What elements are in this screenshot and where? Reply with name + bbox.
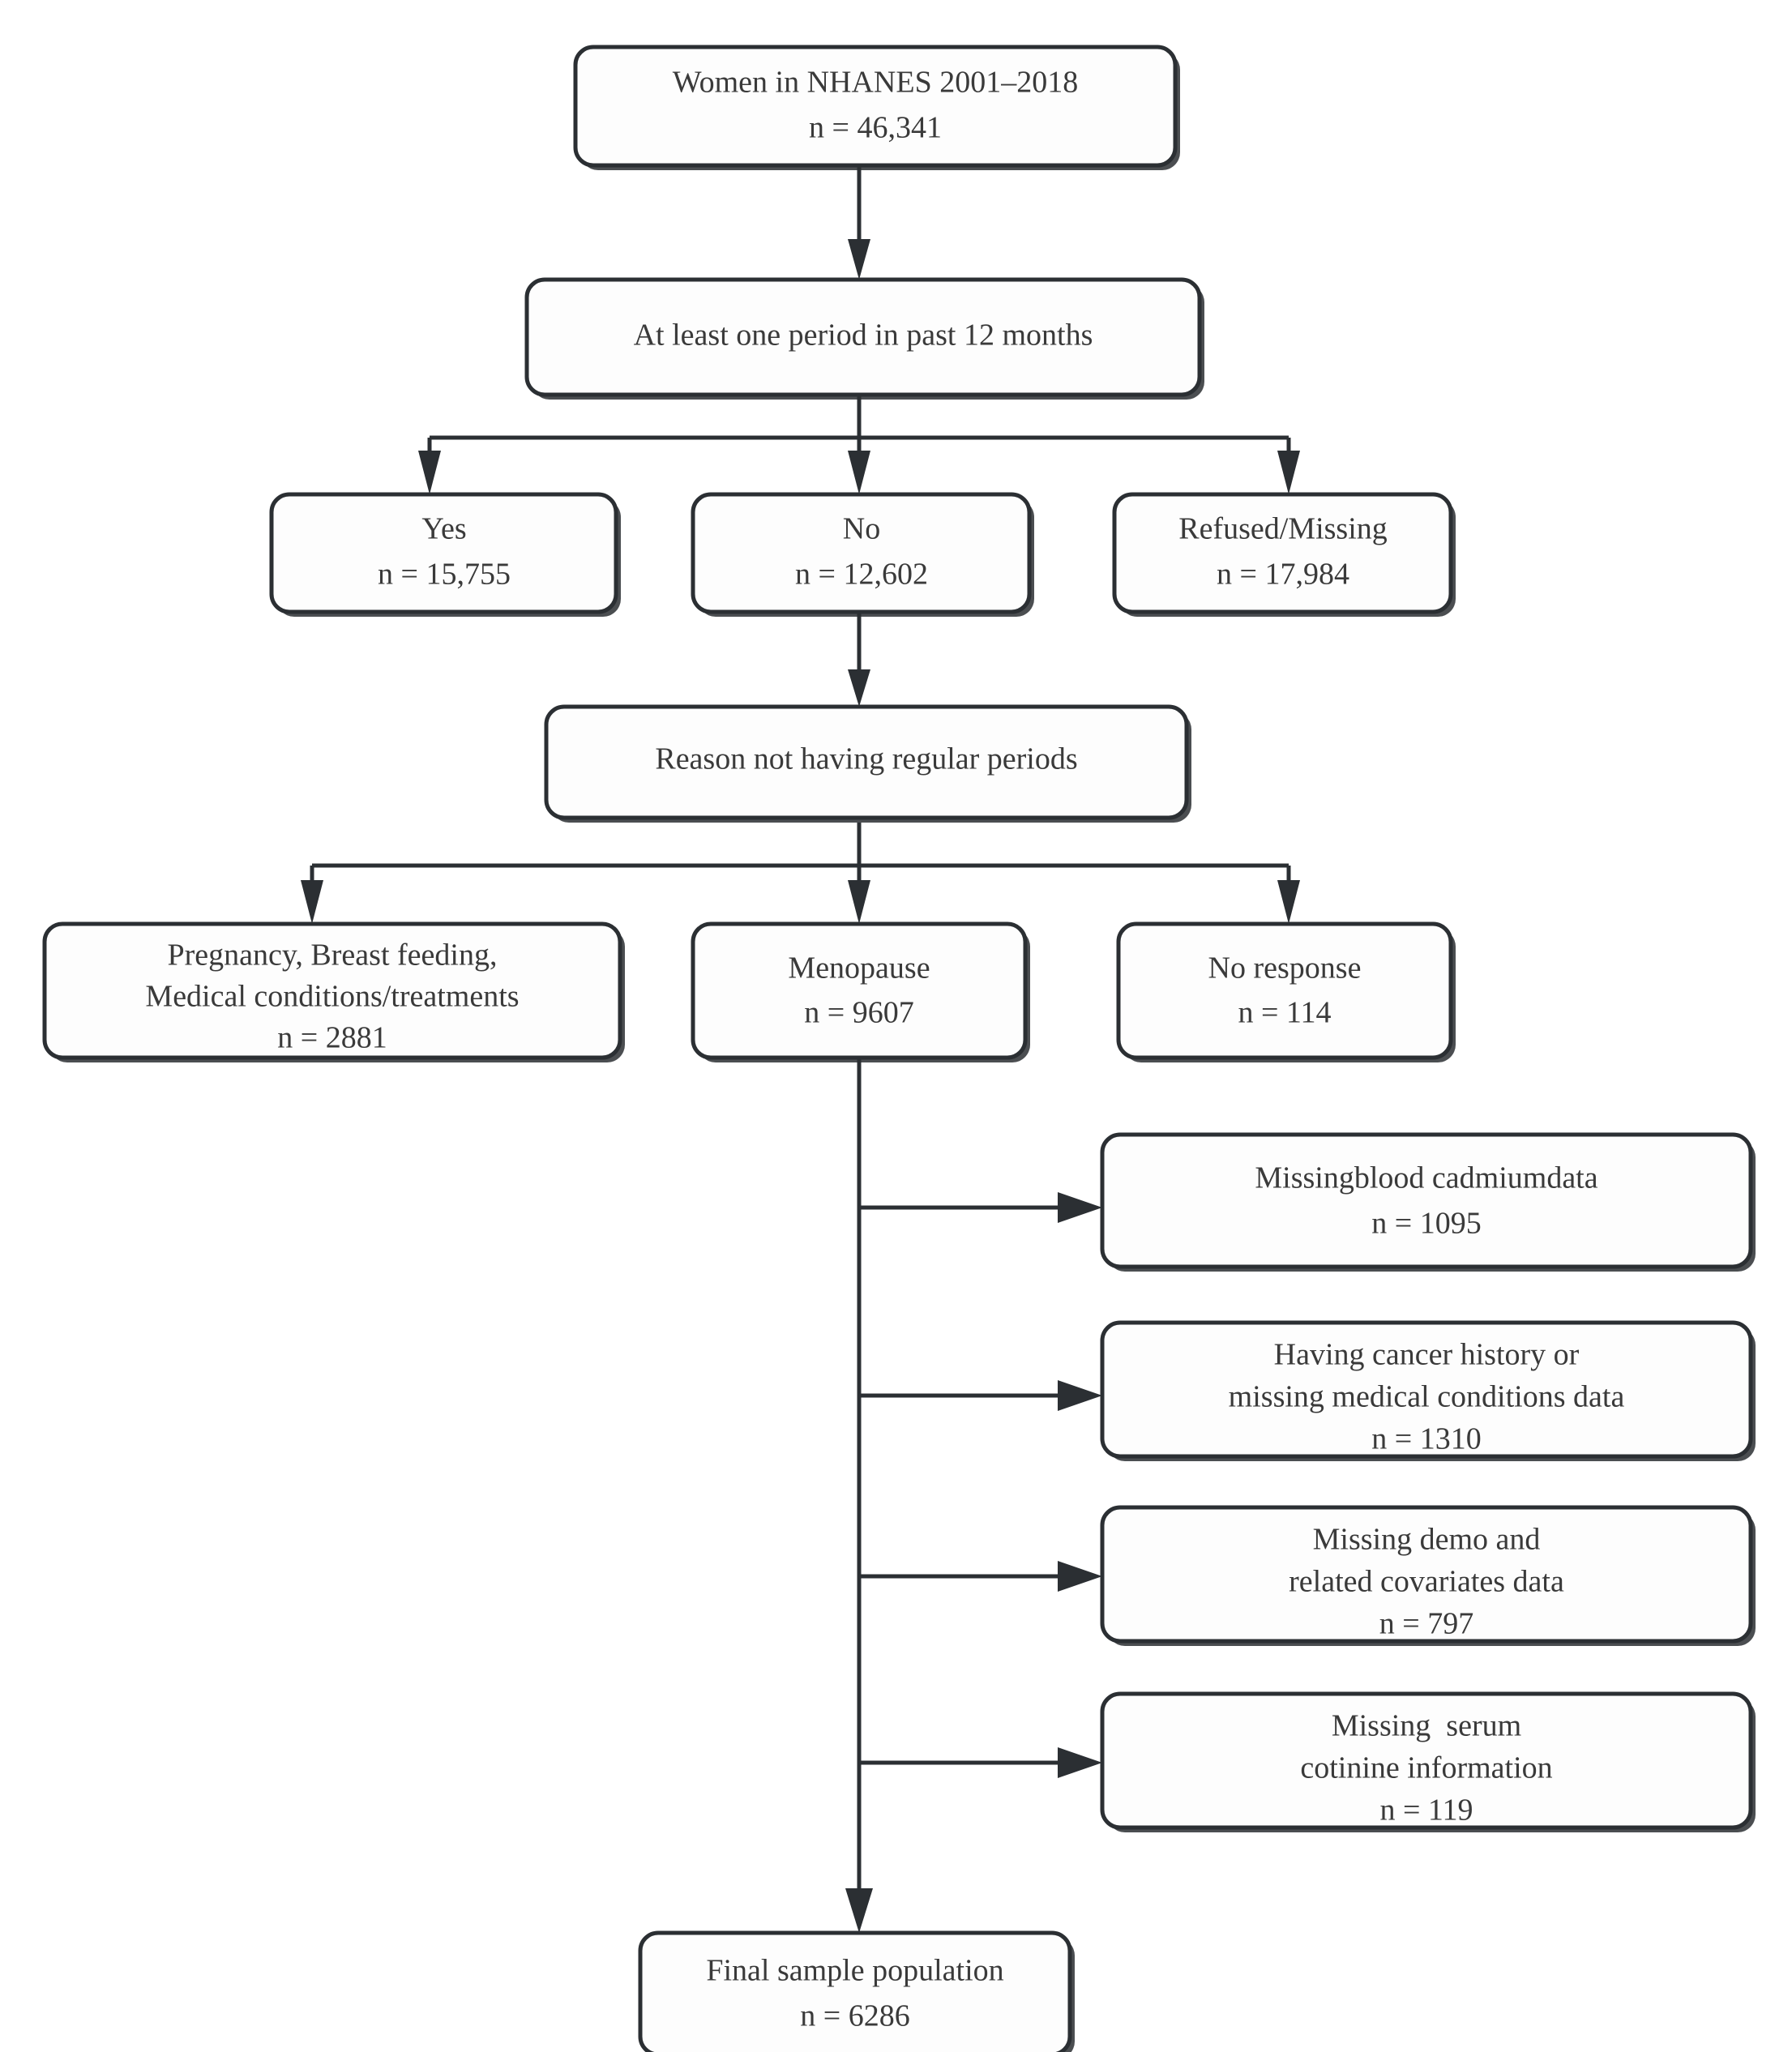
node-answer-refused: Refused/Missing n = 17,984 (1112, 492, 1456, 617)
connector-no-to-reason (848, 612, 870, 707)
connector-exclusion-demo (859, 1561, 1102, 1592)
node-final-line2: n = 6286 (800, 1999, 909, 2033)
node-final: Final sample population n = 6286 (638, 1930, 1075, 2052)
node-reason: Reason not having regular periods (544, 704, 1191, 823)
node-exclude-cotinine: Missing serum cotinine information n = 1… (1100, 1691, 1756, 1832)
node-exclude-cancer-line3: n = 1310 (1371, 1422, 1481, 1456)
node-exclude-cadmium: Missingblood cadmiumdata n = 1095 (1100, 1132, 1756, 1272)
node-exclude-cadmium-line1: Missingblood cadmiumdata (1255, 1161, 1597, 1195)
node-exclude-cadmium-line2: n = 1095 (1371, 1207, 1481, 1241)
node-final-line1: Final sample population (706, 1954, 1003, 1988)
node-exclude-cotinine-line2: cotinine information (1300, 1751, 1552, 1785)
node-reason-pregnancy-line3: n = 2881 (277, 1021, 387, 1055)
node-answer-no-line2: n = 12,602 (795, 558, 928, 592)
node-exclude-cancer-line2: missing medical conditions data (1229, 1380, 1625, 1414)
node-question: At least one period in past 12 months (524, 277, 1204, 400)
node-exclude-cancer-line1: Having cancer history or (1274, 1338, 1580, 1372)
node-reason-menopause-line2: n = 9607 (804, 996, 913, 1030)
node-start-line1: Women in NHANES 2001–2018 (673, 66, 1078, 100)
node-reason-menopause: Menopause n = 9607 (691, 921, 1030, 1062)
node-reason-noresponse: No response n = 114 (1116, 921, 1456, 1062)
connector-menopause-trunk (845, 1058, 873, 1933)
connector-exclusion-cancer (859, 1380, 1102, 1411)
node-reason-pregnancy: Pregnancy, Breast feeding, Medical condi… (42, 921, 625, 1062)
node-reason-menopause-line1: Menopause (788, 951, 930, 985)
node-answer-yes-line1: Yes (421, 512, 466, 546)
node-reason-line1: Reason not having regular periods (655, 742, 1077, 776)
node-exclude-demo-line1: Missing demo and (1313, 1523, 1541, 1557)
connector-exclusion-cotinine (859, 1747, 1102, 1778)
node-exclude-cotinine-line3: n = 119 (1379, 1793, 1473, 1828)
node-exclude-cancer: Having cancer history or missing medical… (1100, 1320, 1756, 1461)
node-start-line2: n = 46,341 (809, 111, 942, 145)
node-answer-yes: Yes n = 15,755 (269, 492, 621, 617)
node-answer-refused-line2: n = 17,984 (1217, 558, 1349, 592)
node-exclude-demo-line2: related covariates data (1289, 1565, 1564, 1599)
node-answer-no: No n = 12,602 (691, 492, 1034, 617)
node-answer-refused-line1: Refused/Missing (1178, 512, 1388, 546)
node-exclude-demo-line3: n = 797 (1379, 1607, 1473, 1641)
node-exclude-demo: Missing demo and related covariates data… (1100, 1505, 1756, 1646)
node-reason-noresponse-line2: n = 114 (1238, 996, 1331, 1030)
connector-exclusion-cadmium (859, 1192, 1102, 1223)
node-reason-pregnancy-line1: Pregnancy, Breast feeding, (168, 938, 498, 973)
node-reason-pregnancy-line2: Medical conditions/treatments (145, 980, 519, 1014)
node-reason-noresponse-line1: No response (1208, 951, 1362, 985)
connector-reason-fanout (301, 823, 1300, 924)
node-answer-yes-line2: n = 15,755 (378, 558, 511, 592)
node-start: Women in NHANES 2001–2018 n = 46,341 (573, 45, 1180, 170)
node-question-line1: At least one period in past 12 months (634, 318, 1093, 353)
node-answer-no-line1: No (843, 512, 880, 546)
node-exclude-cotinine-line1: Missing serum (1332, 1709, 1521, 1743)
connector-question-fanout (418, 395, 1300, 494)
connector-start-to-question (848, 166, 870, 280)
